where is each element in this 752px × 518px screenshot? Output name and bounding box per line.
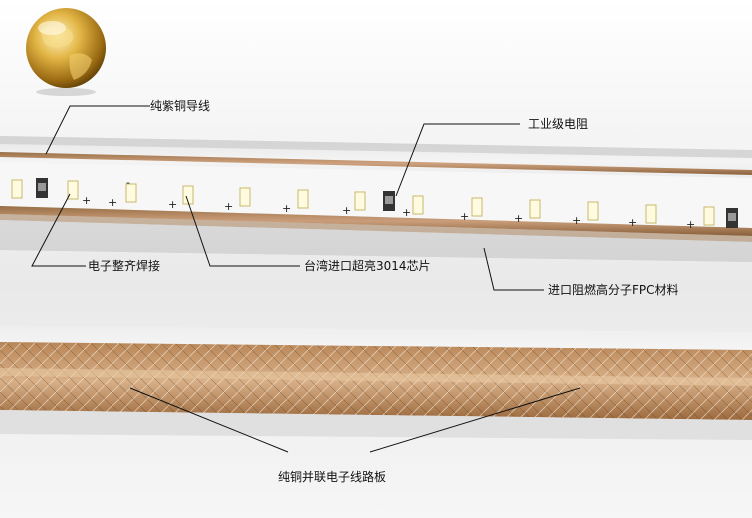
svg-text:+: + <box>460 210 469 223</box>
label-fpc: 进口阻燃高分子FPC材料 <box>548 283 679 297</box>
svg-text:+: + <box>686 218 695 231</box>
polarity-marks: ++- +++ +++ +++ + <box>82 176 695 231</box>
svg-text:+: + <box>342 204 351 217</box>
label-soldering: 电子整齐焊接 <box>88 259 161 273</box>
upper-led-strip <box>0 136 752 262</box>
svg-text:+: + <box>402 206 411 219</box>
svg-text:+: + <box>572 214 581 227</box>
svg-text:+: + <box>514 212 523 225</box>
led-chip-row <box>11 179 715 226</box>
label-copper-wire: 纯紫铜导线 <box>150 99 211 113</box>
globe-logo <box>26 8 106 96</box>
label-resistor: 工业级电阻 <box>528 117 589 131</box>
callout-lines <box>31 105 581 453</box>
svg-text:+: + <box>168 198 177 211</box>
svg-text:+: + <box>628 216 637 229</box>
svg-text:-: - <box>126 176 130 189</box>
svg-text:+: + <box>282 202 291 215</box>
resistor-row <box>36 178 738 228</box>
lower-led-strip <box>0 326 752 440</box>
label-chip: 台湾进口超亮3014芯片 <box>304 259 431 273</box>
svg-text:+: + <box>224 200 233 213</box>
svg-text:+: + <box>108 196 117 209</box>
label-pcb: 纯铜并联电子线路板 <box>278 470 387 484</box>
svg-text:+: + <box>82 194 91 207</box>
